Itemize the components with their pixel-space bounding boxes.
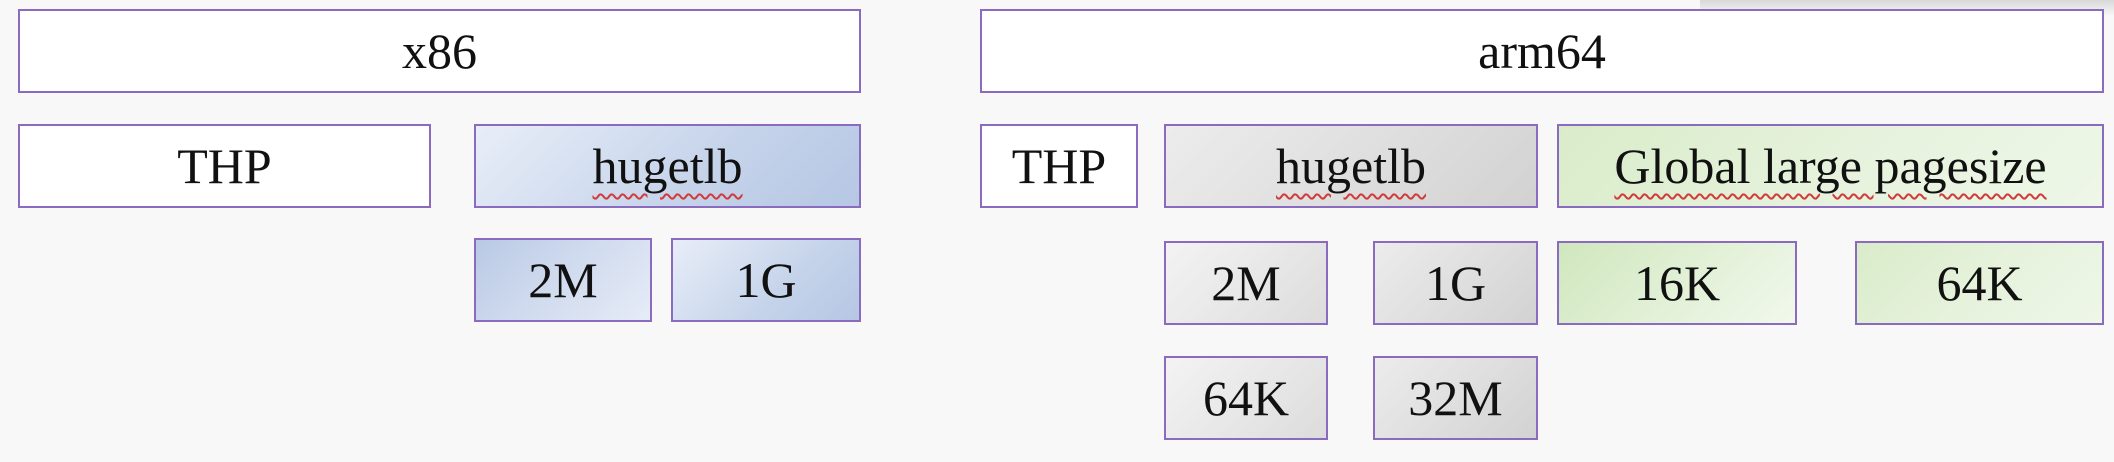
arm64-hugetlb-box: hugetlb [1164,124,1538,208]
x86-header-box: x86 [18,9,861,93]
x86-hugetlb-box: hugetlb [474,124,861,208]
x86-size-label: 1G [735,252,797,308]
arm64-size-label: 2M [1211,255,1281,311]
arm64-hugetlb-size-64k: 64K [1164,356,1328,440]
arm64-global-size-64k: 64K [1855,241,2104,325]
arm64-title: arm64 [1478,23,1606,79]
arm64-size-label: 1G [1424,255,1487,311]
x86-hugetlb-size-1g: 1G [671,238,861,322]
arm64-size-label: 64K [1936,255,2023,311]
x86-thp-label: THP [177,138,272,194]
arm64-header-box: arm64 [980,9,2104,93]
arm64-global-large-pagesize-box: Global large pagesize [1557,124,2104,208]
arm64-size-label: 16K [1633,255,1721,311]
arm64-thp-box: THP [980,124,1138,208]
arm64-hugetlb-size-32m: 32M [1373,356,1538,440]
x86-hugetlb-size-2m: 2M [474,238,652,322]
arm64-global-large-pagesize-label: Global large pagesize [1614,138,2047,194]
arm64-size-label: 32M [1408,370,1503,426]
arm64-global-size-16k: 16K [1557,241,1797,325]
arm64-hugetlb-size-1g: 1G [1373,241,1538,325]
arm64-hugetlb-size-2m: 2M [1164,241,1328,325]
x86-hugetlb-label: hugetlb [592,138,743,194]
x86-title: x86 [402,23,477,79]
arm64-hugetlb-label: hugetlb [1276,138,1426,194]
x86-thp-box: THP [18,124,431,208]
x86-size-label: 2M [528,252,598,308]
arm64-thp-label: THP [1011,138,1107,194]
arm64-size-label: 64K [1202,370,1290,426]
